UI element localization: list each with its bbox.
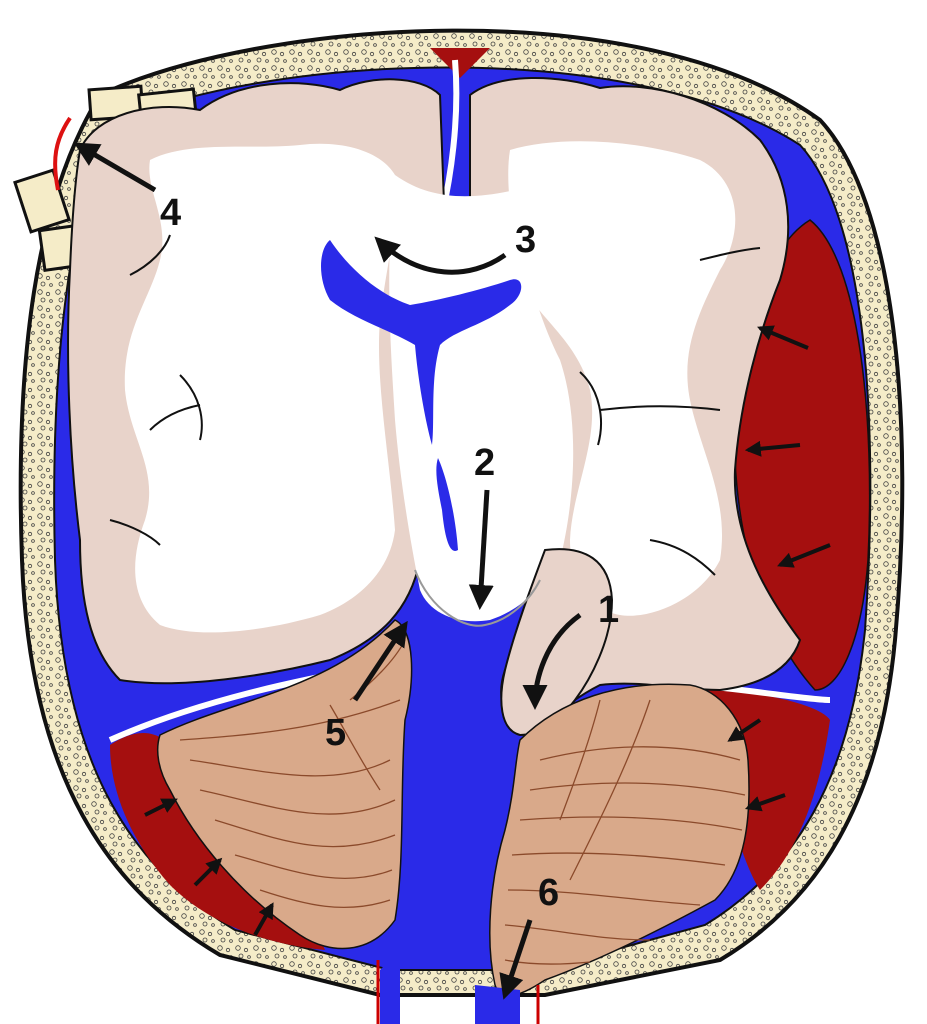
- left-cerebellum: [157, 619, 413, 950]
- third-ventricle: [436, 458, 458, 551]
- right-white-matter: [508, 141, 736, 616]
- pressure-arrows: [144, 325, 831, 936]
- arrow-5: [352, 620, 408, 702]
- label-2: 2: [474, 442, 495, 484]
- right-cerebellum: [489, 683, 750, 997]
- arrow-2: [468, 489, 494, 610]
- midline-shift-curve: [414, 569, 541, 627]
- spinal-canal: [380, 950, 400, 1024]
- right-cerebellum-folia: [504, 699, 746, 965]
- arrow-4: [73, 142, 157, 193]
- sagittal-sinus: [430, 48, 490, 78]
- label-6: 6: [538, 872, 559, 914]
- midline-area: [389, 175, 574, 622]
- external-herniation-edge: [53, 116, 72, 191]
- arrow-1: [522, 612, 582, 710]
- label-3: 3: [515, 219, 536, 261]
- left-cerebellum-folia: [179, 639, 406, 909]
- label-4: 4: [160, 192, 181, 234]
- arrow-3: [374, 236, 507, 275]
- herniation-arrows: [73, 142, 582, 1000]
- arrow-6: [499, 919, 533, 1000]
- label-5: 5: [325, 712, 346, 754]
- sulci: [109, 234, 761, 576]
- label-1: 1: [598, 589, 619, 631]
- ventricle: [321, 240, 522, 445]
